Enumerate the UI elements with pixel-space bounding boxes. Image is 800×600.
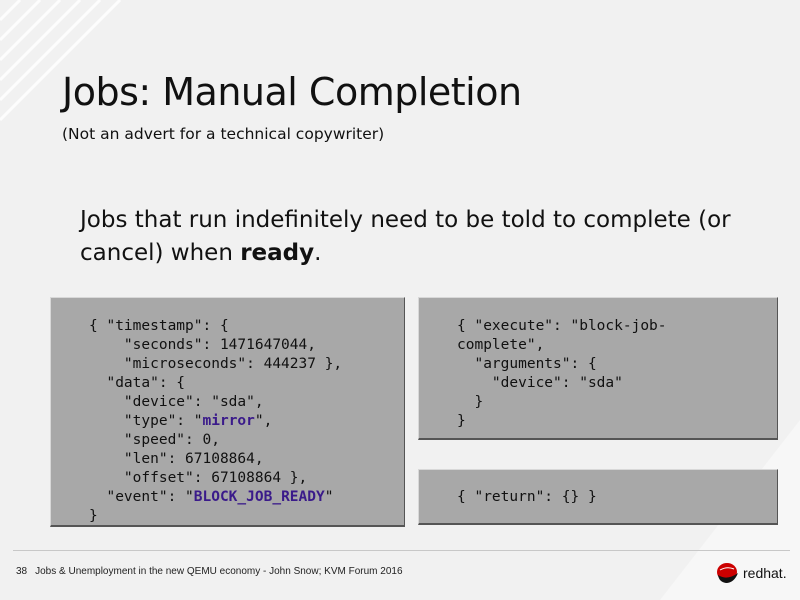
highlight-mirror: mirror: [202, 413, 255, 429]
code-line: "microseconds": 444237 },: [89, 356, 343, 372]
code-text: ": [324, 489, 334, 505]
footer: 38 Jobs & Unemployment in the new QEMU ec…: [16, 566, 403, 577]
slide-title: Jobs: Manual Completion: [62, 70, 522, 114]
event-code-box: { "timestamp": { "seconds": 1471647044, …: [50, 297, 405, 527]
slide-subtitle: (Not an advert for a technical copywrite…: [62, 125, 385, 143]
body-text: Jobs that run indefinitely need to be to…: [80, 204, 760, 270]
return-code-box: { "return": {} }: [418, 469, 778, 525]
code-text: "type": ": [89, 413, 203, 429]
event-code: { "timestamp": { "seconds": 1471647044, …: [89, 317, 342, 526]
highlight-event: BLOCK_JOB_READY: [193, 489, 325, 505]
body-text-bold: ready: [240, 240, 315, 266]
code-text: ",: [254, 413, 273, 429]
page-number: 38: [16, 566, 28, 577]
code-line: "offset": 67108864 },: [89, 470, 308, 486]
footer-text: Jobs & Unemployment in the new QEMU econ…: [35, 566, 403, 577]
code-line: "type": "mirror",: [89, 412, 342, 431]
logo-text: redhat.: [743, 565, 787, 581]
code-line: "seconds": 1471647044,: [89, 337, 316, 353]
command-code: { "execute": "block-job- complete", "arg…: [457, 318, 667, 429]
code-line: "speed": 0,: [89, 432, 220, 448]
code-line: "device": "sda",: [89, 394, 264, 410]
return-code: { "return": {} }: [457, 489, 597, 505]
code-line: { "timestamp": {: [89, 318, 229, 334]
body-text-suffix: .: [314, 240, 322, 266]
code-line: }: [89, 508, 98, 524]
code-line: "len": 67108864,: [89, 451, 264, 467]
body-text-prefix: Jobs that run indefinitely need to be to…: [80, 207, 731, 266]
code-line: "data": {: [89, 375, 186, 391]
code-text: "event": ": [89, 489, 194, 505]
footer-divider: [13, 550, 790, 551]
shadowman-icon: [717, 563, 738, 583]
command-code-box: { "execute": "block-job- complete", "arg…: [418, 297, 778, 440]
redhat-logo: redhat.: [714, 561, 787, 585]
code-line: "event": "BLOCK_JOB_READY": [89, 488, 342, 507]
